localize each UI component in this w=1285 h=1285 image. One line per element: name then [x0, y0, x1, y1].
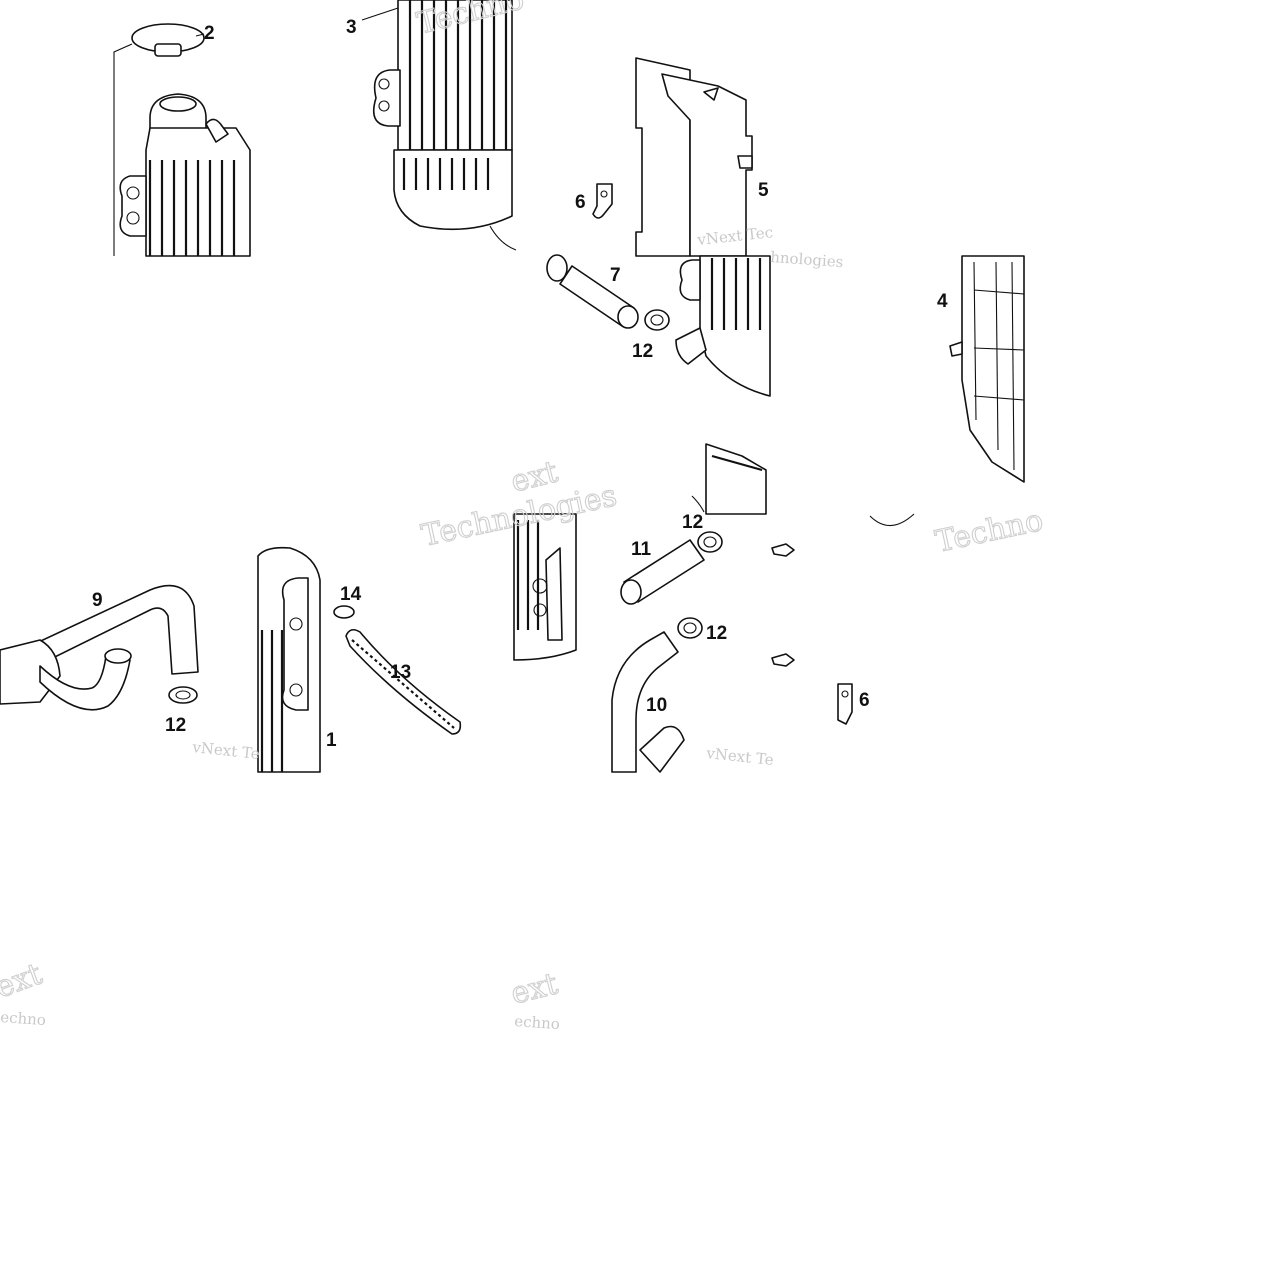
callout-12: 12 — [706, 623, 727, 644]
watermark-text: ext — [507, 966, 561, 1011]
callout-1: 1 — [326, 730, 337, 751]
hose-clamp-12c — [677, 617, 703, 639]
watermark-text: hnologies — [770, 248, 844, 271]
callout-6: 6 — [859, 690, 870, 711]
hose-clamp-12b — [697, 531, 723, 553]
shroud-panel-5 — [635, 57, 753, 257]
watermark-text: Techno — [932, 503, 1046, 560]
left-radiator-top — [113, 43, 251, 257]
radiator-cap-part — [131, 23, 205, 57]
watermark-text: vNext Te — [705, 744, 775, 769]
callout-9: 9 — [92, 590, 103, 611]
callout-7: 7 — [610, 265, 621, 286]
hose-clamp-14 — [333, 605, 355, 619]
watermark-text: vNext Te — [191, 738, 261, 763]
watermark-text: echno — [514, 1012, 561, 1033]
callout-3: 3 — [346, 17, 357, 38]
callout-2: 2 — [204, 23, 215, 44]
shroud-panel-4 — [949, 255, 1025, 483]
short-hose-11 — [620, 539, 705, 605]
long-hose-9 — [0, 584, 199, 711]
fastener-pins — [771, 513, 915, 667]
overflow-hose-13 — [345, 628, 462, 735]
callout-4: 4 — [937, 291, 948, 312]
callout-12: 12 — [682, 512, 703, 533]
hose-clamp-12a — [644, 309, 670, 331]
callout-13: 13 — [390, 662, 411, 683]
callout-12: 12 — [165, 715, 186, 736]
hose-clamp-12d — [168, 686, 198, 704]
watermark-text: ext — [0, 957, 47, 1006]
callout-6: 6 — [575, 192, 586, 213]
mounting-bracket-6b — [837, 683, 853, 725]
bent-hose-10 — [611, 631, 685, 773]
callout-5: 5 — [758, 180, 769, 201]
short-hose-7 — [546, 254, 639, 329]
radiator-side-segment — [257, 546, 321, 773]
radiator-lower-segment — [513, 513, 577, 661]
right-radiator-top — [361, 0, 517, 251]
mounting-bracket-6a — [592, 183, 613, 219]
watermark-text: echno — [0, 1008, 47, 1029]
callout-11: 11 — [631, 539, 652, 560]
radiator-outlet-segment — [675, 255, 771, 397]
callout-10: 10 — [646, 695, 667, 716]
callout-12: 12 — [632, 341, 653, 362]
shroud-bottom-fragment — [691, 443, 767, 515]
callout-14: 14 — [340, 584, 362, 605]
